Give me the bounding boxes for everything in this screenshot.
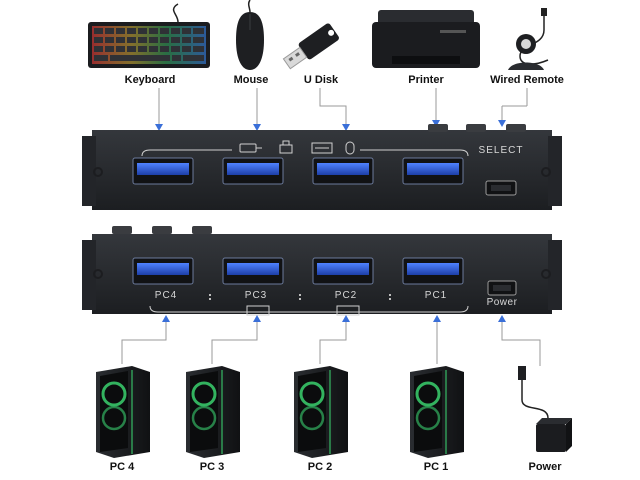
keyboard-icon (88, 3, 210, 68)
computer-label-pc2: PC 2 (307, 461, 333, 473)
port-label-pc1: PC1 (424, 290, 448, 301)
peripheral-connectors (158, 88, 528, 128)
peripheral-label-keyboard: Keyboard (124, 74, 176, 86)
bottom-usb-ports (132, 257, 464, 285)
power-adapter-icon (518, 366, 572, 452)
hdmi-glyph-icon (246, 305, 360, 316)
pc-tower-4 (96, 366, 150, 458)
select-label: SELECT (478, 145, 524, 156)
peripheral-label-printer: Printer (408, 74, 444, 86)
kvm-bottom-panel (82, 226, 562, 316)
power-port-label: Power (486, 297, 518, 308)
computer-label-pc3: PC 3 (199, 461, 225, 473)
computer-label-pc4: PC 4 (109, 461, 135, 473)
wired-remote-icon (508, 8, 549, 70)
port-label-pc3: PC3 (244, 290, 268, 301)
peripheral-label-wired-remote: Wired Remote (490, 74, 564, 86)
port-label-pc2: PC2 (334, 290, 358, 301)
usb-drive-icon (282, 23, 339, 70)
peripheral-arrow-heads (155, 120, 506, 131)
power-adapter-label: Power (528, 461, 562, 473)
pc-connectors (121, 318, 541, 366)
pc-tower-1 (410, 366, 464, 458)
printer-glyph-icon (279, 140, 293, 154)
computer-label-pc1: PC 1 (423, 461, 449, 473)
port-label-pc4: PC4 (154, 290, 178, 301)
pc-arrow-heads (162, 315, 506, 322)
cable-icon (239, 143, 262, 153)
top-usb-ports (132, 157, 464, 185)
mouse-icon (236, 0, 264, 70)
pc-tower-3 (186, 366, 240, 458)
peripheral-label-mouse: Mouse (233, 74, 269, 86)
keyboard-glyph-icon (311, 142, 333, 154)
printer-icon (372, 10, 480, 68)
peripheral-label-u-disk: U Disk (303, 74, 339, 86)
mouse-glyph-icon (345, 141, 355, 155)
pc-tower-2 (294, 366, 348, 458)
kvm-top-panel (82, 124, 562, 210)
